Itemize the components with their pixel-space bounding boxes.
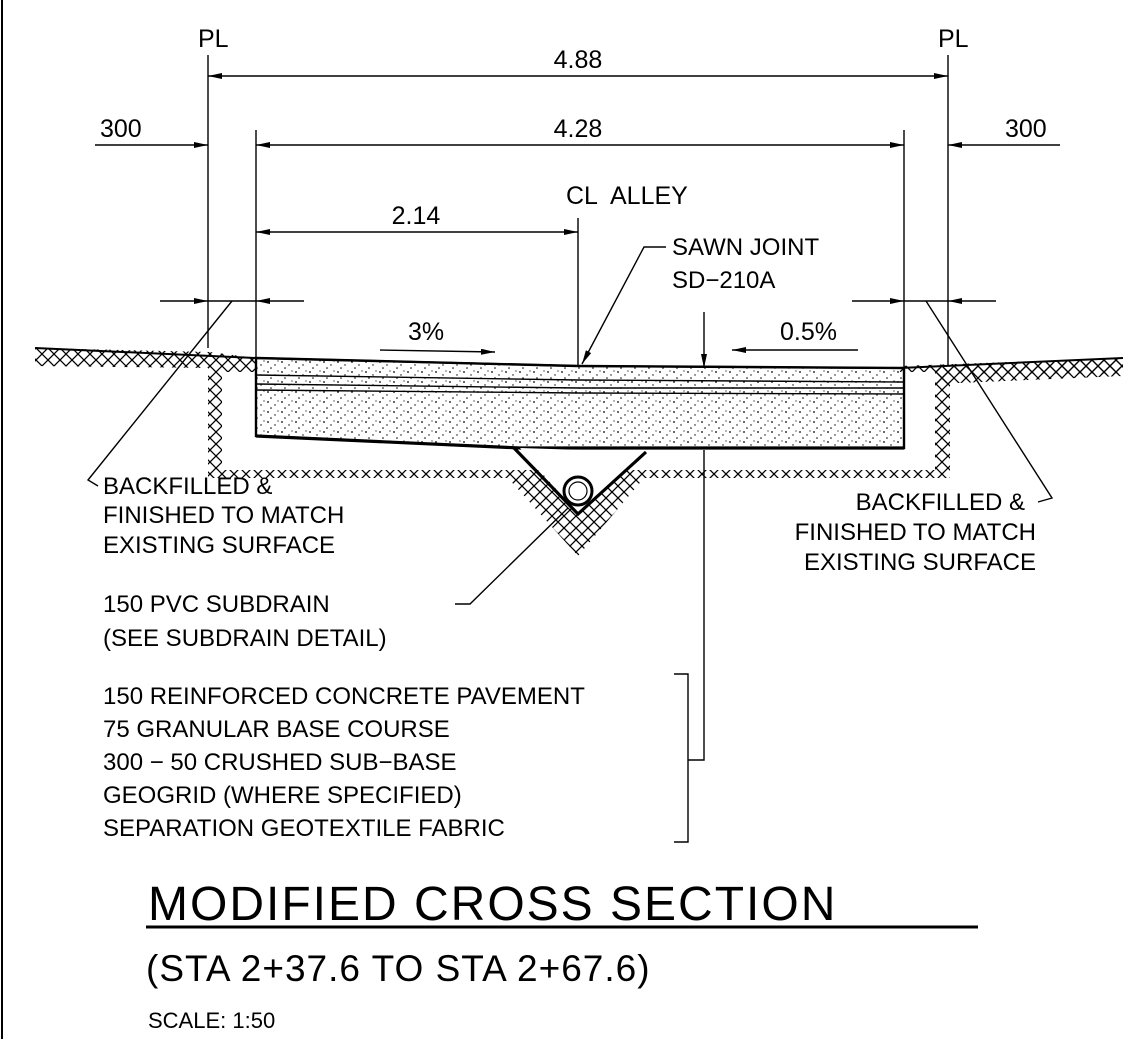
svg-text:300: 300 <box>100 115 142 143</box>
svg-text:FINISHED TO MATCH: FINISHED TO MATCH <box>103 502 344 529</box>
svg-text:GEOGRID (WHERE SPECIFIED): GEOGRID (WHERE SPECIFIED) <box>103 782 462 809</box>
sawn-joint-callout: SAWN JOINT SD−210A <box>581 234 819 368</box>
svg-text:(SEE SUBDRAIN DETAIL): (SEE SUBDRAIN DETAIL) <box>103 625 387 652</box>
dimension-half-width: 2.14 <box>256 202 578 235</box>
slope-left: 3% <box>379 318 496 355</box>
pavement-structure <box>254 356 906 450</box>
svg-text:CL: CL <box>566 182 598 210</box>
svg-text:300 − 50 CRUSHED SUB−BASE: 300 − 50 CRUSHED SUB−BASE <box>103 749 457 776</box>
backfill-left-callout: BACKFILLED & FINISHED TO MATCH EXISTING … <box>86 300 344 559</box>
layer-notes: 150 REINFORCED CONCRETE PAVEMENT 75 GRAN… <box>103 450 705 843</box>
svg-text:150 PVC SUBDRAIN: 150 PVC SUBDRAIN <box>103 591 330 618</box>
dimension-left-offset: 300 <box>95 115 208 148</box>
svg-text:FINISHED TO MATCH: FINISHED TO MATCH <box>795 519 1036 546</box>
svg-text:MODIFIED CROSS SECTION: MODIFIED CROSS SECTION <box>148 878 837 931</box>
svg-text:3%: 3% <box>408 318 444 346</box>
property-line-right: PL <box>938 25 969 53</box>
property-line-left: PL <box>198 25 229 53</box>
svg-text:SEPARATION GEOTEXTILE FABRIC: SEPARATION GEOTEXTILE FABRIC <box>103 815 505 842</box>
svg-text:PL: PL <box>938 25 969 53</box>
svg-text:(STA 2+37.6 TO STA 2+67.6): (STA 2+37.6 TO STA 2+67.6) <box>146 948 651 989</box>
svg-text:BACKFILLED &: BACKFILLED & <box>856 489 1025 516</box>
svg-text:4.28: 4.28 <box>554 115 603 143</box>
backfill-right-callout: BACKFILLED & FINISHED TO MATCH EXISTING … <box>795 300 1054 576</box>
svg-text:4.88: 4.88 <box>554 46 603 74</box>
svg-text:BACKFILLED &: BACKFILLED & <box>103 473 272 500</box>
svg-text:75 GRANULAR BASE COURSE: 75 GRANULAR BASE COURSE <box>103 716 450 743</box>
svg-text:SAWN JOINT: SAWN JOINT <box>672 234 819 261</box>
svg-text:150 REINFORCED CONCRETE PAVEME: 150 REINFORCED CONCRETE PAVEMENT <box>103 683 585 710</box>
extension-lines <box>207 55 949 368</box>
subdrain-callout: 150 PVC SUBDRAIN (SEE SUBDRAIN DETAIL) <box>103 507 569 652</box>
dimension-right-offset: 300 <box>948 115 1060 148</box>
svg-text:300: 300 <box>1005 115 1047 143</box>
svg-text:SD−210A: SD−210A <box>672 267 775 294</box>
svg-text:PL: PL <box>198 25 229 53</box>
drawing-title: MODIFIED CROSS SECTION (STA 2+37.6 TO ST… <box>146 878 978 1033</box>
subdrain-trench <box>512 446 648 517</box>
svg-text:0.5%: 0.5% <box>780 318 837 346</box>
dimension-pavement: 4.28 <box>256 115 904 148</box>
svg-text:2.14: 2.14 <box>392 202 441 230</box>
svg-text:EXISTING SURFACE: EXISTING SURFACE <box>804 549 1036 576</box>
dimension-overall: 4.88 <box>208 46 948 79</box>
slope-right: 0.5% <box>732 318 858 353</box>
svg-text:ALLEY: ALLEY <box>610 182 688 210</box>
svg-text:EXISTING SURFACE: EXISTING SURFACE <box>103 532 335 559</box>
svg-text:SCALE: 1:50: SCALE: 1:50 <box>148 1008 275 1033</box>
centerline-label: CL ALLEY <box>566 182 688 210</box>
